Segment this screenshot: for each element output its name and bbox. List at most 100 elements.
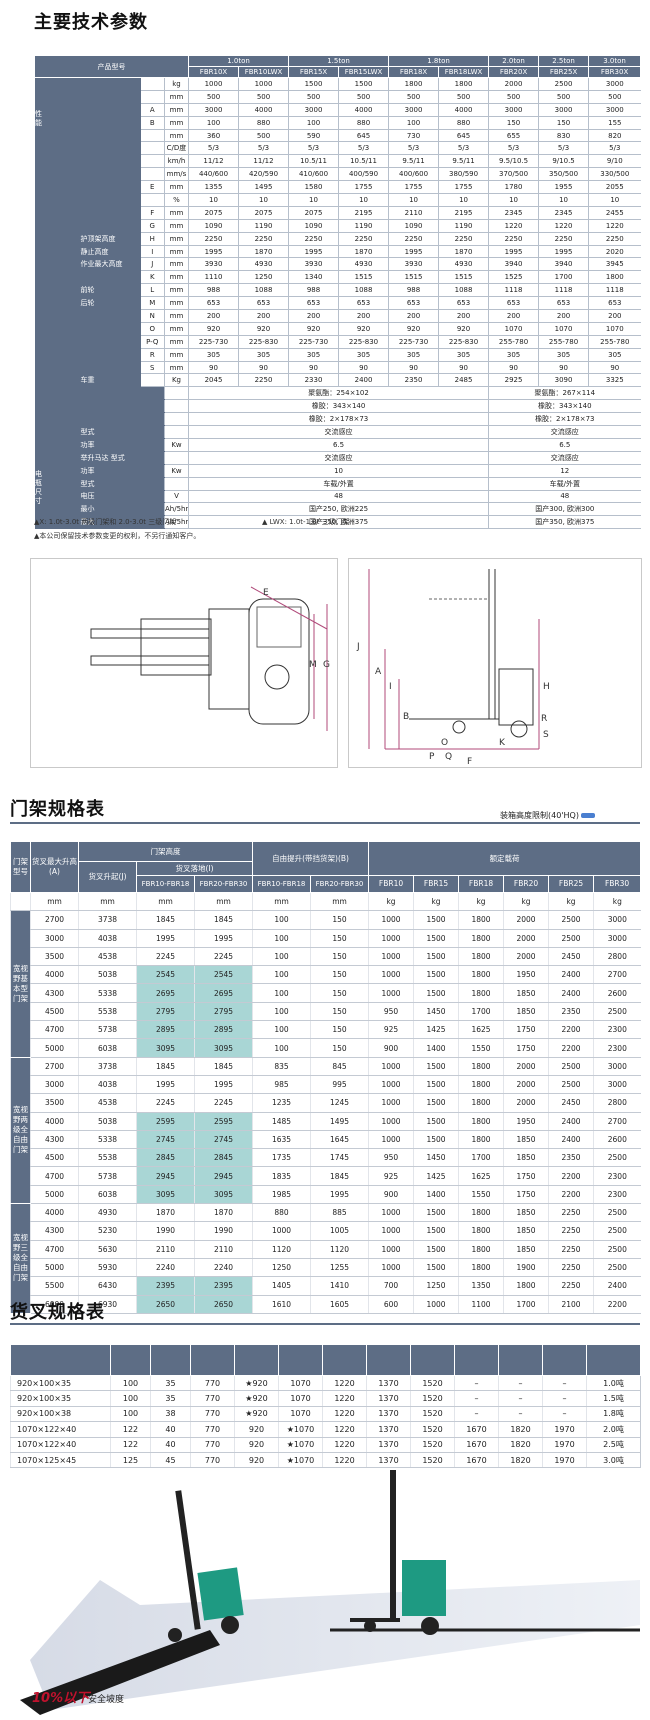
mast-h-freelift: 自由提升(带挡货架)(B) (252, 841, 370, 876)
mast-unit: mm (193, 892, 253, 912)
spec-cell: 10 (288, 193, 339, 207)
spec-cell: 2110 (388, 206, 439, 220)
mast-cell: 1000 (368, 1075, 414, 1095)
spec-cell: 90 (288, 361, 339, 375)
mast-cell: 2200 (548, 1020, 594, 1040)
mast-cell: 1550 (458, 1185, 504, 1205)
mast-cell: 1870 (136, 1203, 195, 1223)
mast-cell: 1250 (413, 1276, 459, 1296)
spec-wide-label (54, 386, 165, 401)
spec-wide-left: 车载/外置 (187, 477, 489, 491)
mast-cell: 1000 (368, 1258, 414, 1278)
mast-cell: 1495 (310, 1112, 369, 1131)
spec-cell: 4000 (338, 103, 389, 117)
spec-cell: 1755 (438, 180, 489, 195)
spec-cell: 500 (188, 90, 239, 104)
spec-row-code (140, 167, 165, 182)
spec-cell: 1090 (288, 219, 339, 233)
mast-cell: 1000 (368, 1057, 414, 1076)
mast-cell: 2450 (548, 947, 594, 967)
spec-row-unit: km/h (164, 154, 189, 169)
spec-cell: 305 (588, 348, 641, 362)
spec-row-unit: mm (164, 129, 189, 143)
spec-cell: 1220 (588, 219, 641, 233)
fork-cell: 1070 (278, 1390, 323, 1407)
spec-wide-unit (164, 477, 189, 491)
fork-cell: 40 (150, 1421, 191, 1438)
fork-cell: 1670 (454, 1437, 499, 1453)
mast-unit: kg (368, 892, 414, 912)
spec-cell: 150 (538, 116, 589, 130)
spec-model-4: FBR18X (388, 66, 440, 78)
spec-cell: 1088 (338, 283, 389, 298)
fork-cell: – (498, 1375, 543, 1392)
spec-wide-left: 国产250, 欧洲225 (187, 502, 489, 517)
spec-cell: 1700 (538, 270, 589, 285)
mast-cell: 835 (252, 1057, 311, 1076)
spec-cell: 1088 (438, 283, 489, 298)
mast-group-label: 宽视野基本型门架 (10, 910, 31, 1058)
mast-cell: 2400 (548, 1130, 594, 1150)
spec-cell: 1755 (338, 180, 389, 195)
spec-cell: 2000 (488, 77, 539, 91)
spec-row-code: P-Q (140, 335, 165, 349)
fork-cell: 1820 (498, 1452, 543, 1469)
mast-cell: 885 (310, 1203, 369, 1223)
spec-row-unit: mm (164, 206, 189, 220)
mast-cell: 1700 (458, 1148, 504, 1168)
spec-group-5: 3.0ton (588, 55, 642, 67)
spec-row-unit: mm (164, 90, 189, 104)
spec-cell: 305 (237, 348, 289, 362)
mast-cell: 1000 (368, 1093, 414, 1113)
spec-cell: 1070 (538, 322, 589, 336)
mast-cell: 150 (310, 983, 369, 1003)
spec-cell: 2250 (338, 232, 389, 246)
mast-cell: 1410 (310, 1276, 369, 1296)
spec-group-0: 1.0ton (187, 55, 290, 67)
spec-cell: 1000 (237, 77, 289, 91)
spec-row-code: L (140, 283, 165, 298)
mast-rated-col: FBR10 (368, 875, 415, 893)
mast-cell: 1000 (368, 1130, 414, 1150)
mast-cell: 1500 (413, 1057, 459, 1076)
mast-cell: 1500 (413, 1258, 459, 1278)
spec-cell: 1870 (338, 245, 389, 259)
fork-cell: 920 (234, 1452, 279, 1469)
mast-cell: 950 (368, 1002, 414, 1022)
fork-cell: 100 (110, 1375, 151, 1392)
mast-cell: 3095 (193, 1038, 253, 1058)
mast-cell: 4500 (30, 1002, 79, 1022)
spec-cell: 1070 (588, 322, 641, 336)
spec-wide-unit: Ah/5hr (164, 515, 189, 530)
spec-cell: 5/3 (188, 141, 239, 156)
spec-row-unit: mm (164, 103, 189, 117)
spec-cell: 4000 (438, 103, 489, 117)
spec-cell: 10 (237, 193, 289, 207)
fork-cell: 1670 (454, 1421, 499, 1438)
mast-cell: 1000 (368, 1203, 414, 1223)
spec-cell: 90 (488, 361, 539, 375)
mast-rated-col: FBR15 (413, 875, 460, 893)
spec-row-code (140, 154, 165, 169)
mast-cell: 1800 (458, 965, 504, 985)
fork-cell: – (542, 1375, 587, 1392)
mast-cell: 1500 (413, 929, 459, 948)
side-label-battery: 电瓶尺寸 (35, 470, 42, 505)
spec-cell: 2250 (188, 232, 239, 246)
spec-wide-left: 6.5 (187, 438, 489, 452)
mast-cell: 150 (310, 1038, 369, 1058)
spec-cell: 255-780 (588, 335, 641, 349)
fork-cell: 1370 (366, 1390, 411, 1407)
spec-row-label (54, 129, 141, 143)
fork-cell: 1070×125×45 (10, 1452, 111, 1469)
spec-cell: 225-730 (188, 335, 239, 349)
spec-cell: 9.5/10.5 (488, 154, 539, 169)
